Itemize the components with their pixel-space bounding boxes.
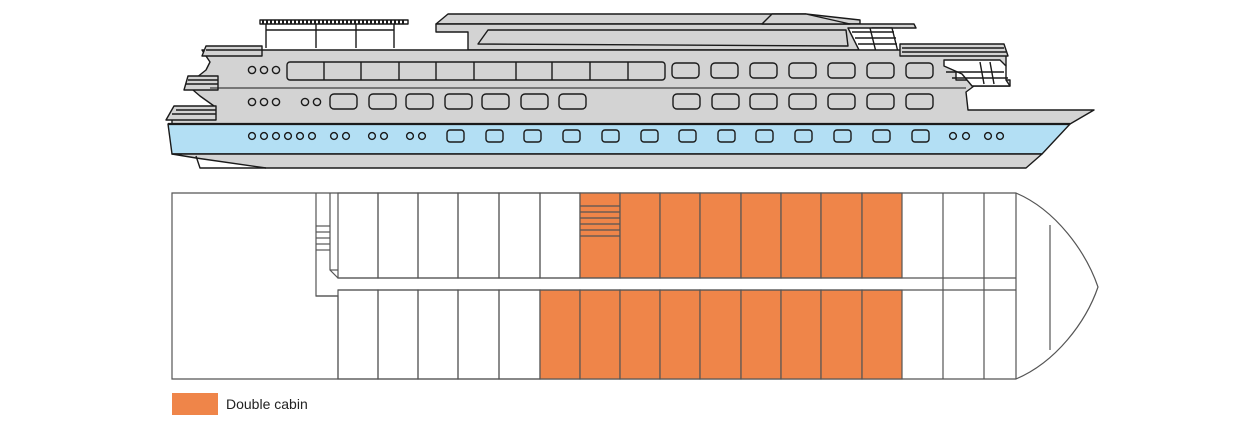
porthole-window: [833, 129, 852, 143]
porthole-window: [872, 129, 891, 143]
porthole-window: [755, 129, 774, 143]
porthole: [312, 97, 322, 107]
cabin-window: [905, 93, 934, 110]
bow-compartments: [983, 193, 1051, 379]
cabin-window: [749, 93, 778, 110]
ship-side-profile: [165, 13, 1095, 169]
double-cabin: [699, 289, 742, 380]
central-stairs: [580, 205, 620, 237]
double-cabin: [861, 192, 903, 279]
cabin-window: [711, 93, 740, 110]
cabin-window: [866, 62, 895, 79]
porthole: [271, 97, 281, 107]
cabin-window: [866, 93, 895, 110]
porthole: [948, 131, 958, 141]
porthole: [367, 131, 377, 141]
wheelhouse: [435, 13, 917, 53]
cabin-window: [905, 62, 934, 79]
double-cabin: [861, 289, 903, 380]
double-cabin: [820, 289, 863, 380]
porthole-window: [678, 129, 697, 143]
cabin-window: [405, 93, 434, 110]
porthole: [300, 97, 310, 107]
porthole-window: [562, 129, 581, 143]
cabin-window: [671, 62, 700, 79]
double-cabin: [780, 289, 822, 380]
cabin-window: [827, 93, 856, 110]
porthole: [329, 131, 339, 141]
cabin-window: [368, 93, 397, 110]
double-cabin: [740, 289, 782, 380]
double-cabin: [740, 192, 782, 279]
main-deck-windows: [247, 129, 1005, 143]
cabin-window: [329, 93, 358, 110]
porthole: [259, 97, 269, 107]
double-cabin: [619, 192, 661, 279]
lower-hull: [171, 153, 1043, 169]
sun-deck-railing: [259, 19, 409, 48]
porthole: [307, 131, 317, 141]
porthole: [259, 131, 269, 141]
double-cabin: [820, 192, 863, 279]
porthole: [271, 65, 281, 75]
double-cabin: [539, 289, 581, 380]
porthole: [995, 131, 1005, 141]
porthole-window: [523, 129, 542, 143]
cabin-window: [481, 93, 510, 110]
double-cabin: [579, 289, 621, 380]
cabin-window: [788, 93, 817, 110]
cabin-window: [749, 62, 778, 79]
double-cabin: [659, 192, 701, 279]
porthole-window: [601, 129, 620, 143]
porthole-window: [911, 129, 930, 143]
cabin-window: [788, 62, 817, 79]
porthole: [983, 131, 993, 141]
cabin-window: [520, 93, 549, 110]
cabin-window: [672, 93, 701, 110]
legend-swatch-double-cabin: [172, 393, 218, 415]
porthole-window: [446, 129, 465, 143]
legend-label-double-cabin: Double cabin: [226, 396, 308, 412]
aft-stairs: [316, 225, 330, 251]
deck-plan: [171, 192, 1099, 380]
porthole: [341, 131, 351, 141]
porthole: [247, 97, 257, 107]
porthole: [405, 131, 415, 141]
double-cabin: [619, 289, 661, 380]
porthole-window: [485, 129, 504, 143]
legend: Double cabin: [172, 393, 308, 415]
porthole: [379, 131, 389, 141]
double-cabin: [780, 192, 822, 279]
cabin-window: [558, 93, 587, 110]
cabin-window: [444, 93, 473, 110]
porthole: [961, 131, 971, 141]
porthole: [295, 131, 305, 141]
middle-deck-windows: [247, 93, 934, 110]
porthole: [247, 131, 257, 141]
porthole-window: [717, 129, 736, 143]
cabin-window: [827, 62, 856, 79]
porthole: [247, 65, 257, 75]
deck-plan-cabins: [337, 192, 944, 380]
double-cabin: [699, 192, 742, 279]
porthole-window: [794, 129, 813, 143]
porthole-window: [640, 129, 659, 143]
upper-deck-windows: [247, 61, 934, 81]
bow-decks: [899, 43, 1011, 87]
stern-decks: [165, 45, 263, 121]
double-cabin: [659, 289, 701, 380]
panorama-window: [286, 61, 666, 81]
cabin-window: [710, 62, 739, 79]
porthole: [283, 131, 293, 141]
porthole: [259, 65, 269, 75]
porthole: [417, 131, 427, 141]
porthole: [271, 131, 281, 141]
